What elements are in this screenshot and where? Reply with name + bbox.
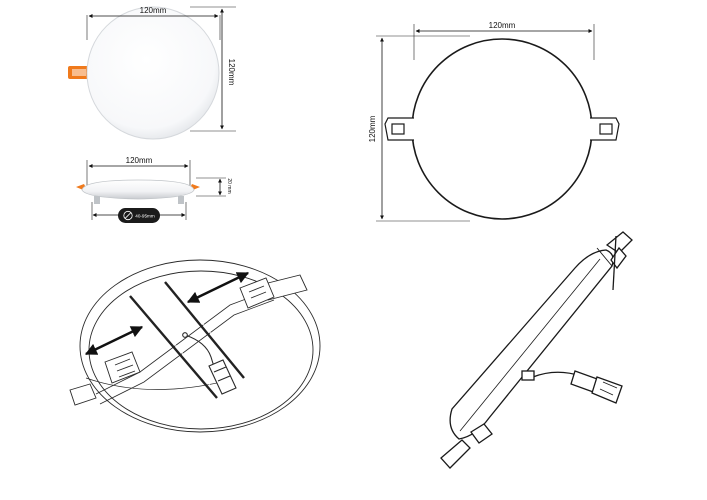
spring-clip-left (104, 351, 141, 384)
outline-top-view: 120mm 120mm (368, 21, 620, 222)
side-width-label: 120mm (126, 156, 153, 165)
height-label: 120mm (227, 59, 236, 86)
rail-right (164, 279, 247, 379)
side-view-panel: 120mm 20 mm 40-95mm (76, 156, 232, 223)
top-view-panel: 120mm 120mm (68, 6, 236, 140)
side-height-label: 20 mm (226, 178, 232, 193)
side-panel-body (81, 179, 195, 200)
outline-panel-circle (411, 38, 593, 220)
outline-clip-left (384, 117, 414, 141)
connector-cable (182, 332, 237, 395)
outline-height-label: 120mm (368, 115, 377, 142)
panel-face (86, 6, 220, 140)
perspective-outer-ring (79, 259, 321, 433)
width-label: 120mm (140, 6, 167, 15)
rail-left (129, 293, 220, 399)
side-spring-clip-top (605, 231, 633, 291)
cutout-badge (118, 208, 160, 223)
cutout-label: 40-95mm (135, 214, 155, 219)
side-perspective-view (440, 231, 633, 469)
side-connector-cable (521, 370, 623, 404)
outline-width-label: 120mm (489, 21, 516, 30)
perspective-install-view (69, 259, 321, 433)
side-spring-clip-bottom (440, 423, 493, 469)
expand-arrow-left (84, 325, 144, 356)
outline-clip-right (590, 117, 620, 141)
panel-edge-outline (449, 249, 614, 440)
expand-arrow-right (186, 271, 250, 304)
